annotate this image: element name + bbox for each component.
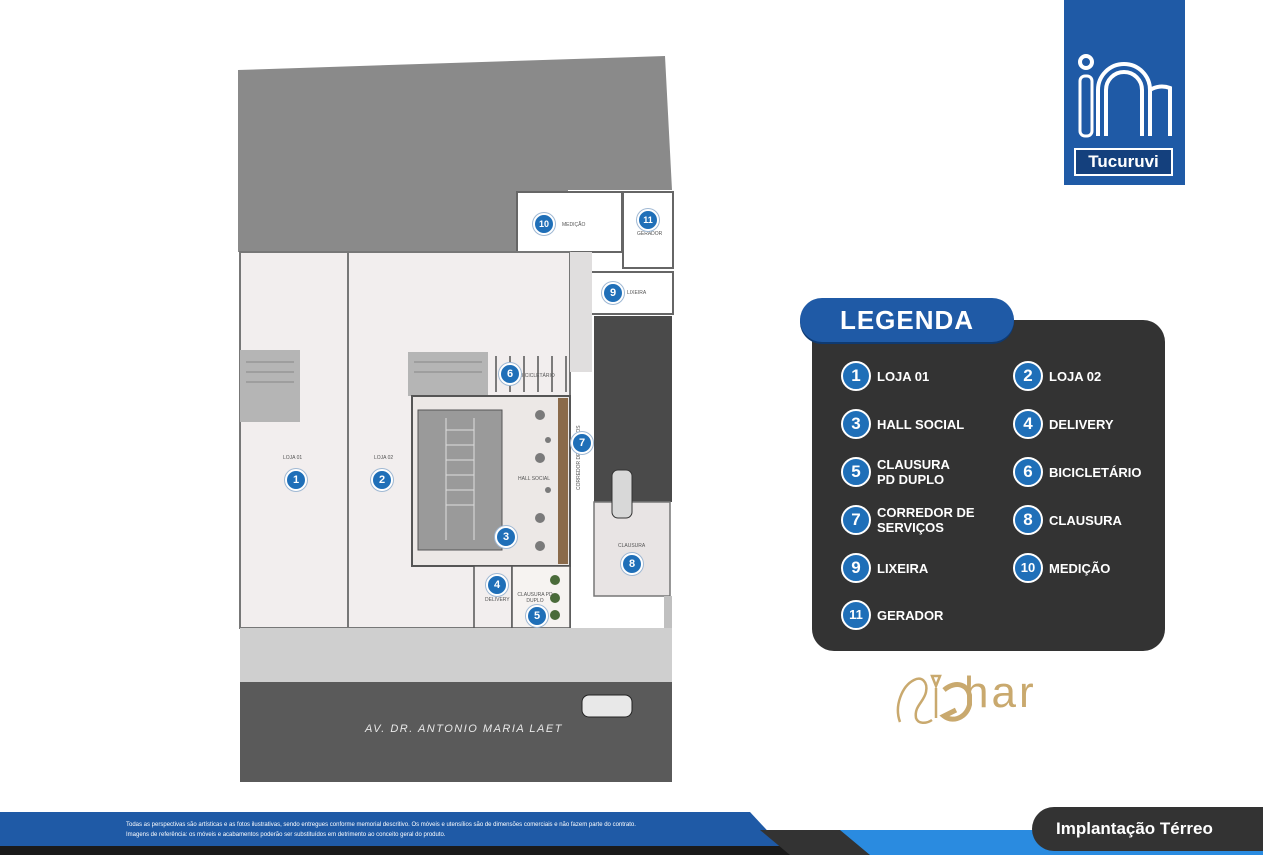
plan-pin-8: 8 xyxy=(621,553,643,575)
room-label-clausura: CLAUSURA xyxy=(618,543,646,549)
plan-pin-6: 6 xyxy=(499,363,521,385)
legend-label: LOJA 01 xyxy=(877,368,930,384)
room-label-lixeira: LIXEIRA xyxy=(627,290,647,296)
legend-number: 4 xyxy=(1013,409,1043,439)
legend-item-11: 11 GERADOR xyxy=(841,600,943,630)
in-logo-mark xyxy=(1078,54,1172,138)
plan-pin-3: 3 xyxy=(495,526,517,548)
plan-pin-2: 2 xyxy=(371,469,393,491)
legend-number: 7 xyxy=(841,505,871,535)
legend-label: LIXEIRA xyxy=(877,560,929,576)
floor-plan-drawing xyxy=(238,56,674,782)
disclaimer-line-1: Todas as perspectivas são artísticas e a… xyxy=(126,822,636,828)
plan-pin-10: 10 xyxy=(533,213,555,235)
brand-logo: Tucuruvi xyxy=(1064,0,1185,185)
legend-number: 2 xyxy=(1013,361,1043,391)
legend-item-4: 4 DELIVERY xyxy=(1013,409,1114,439)
room-label-delivery: DELIVERY xyxy=(485,597,510,603)
room-label-hall: HALL SOCIAL xyxy=(518,476,551,482)
room-label-loja02: LOJA 02 xyxy=(374,455,394,461)
plan-pin-9: 9 xyxy=(602,282,624,304)
street-name: AV. DR. ANTONIO MARIA LAET xyxy=(365,723,563,735)
legend-label: CLAUSURA PD DUPLO xyxy=(877,457,950,487)
disclaimer-line-2: Imagens de referência: os móveis e acaba… xyxy=(126,832,446,838)
ghar-logo: har xyxy=(892,666,1092,730)
plan-pin-7: 7 xyxy=(571,432,593,454)
legend-label: LOJA 02 xyxy=(1049,368,1102,384)
legend-item-9: 9 LIXEIRA xyxy=(841,553,928,583)
legend-number: 9 xyxy=(841,553,871,583)
room-label-medicao: MEDIÇÃO xyxy=(562,222,586,228)
room-label-clausura-pd: CLAUSURA PD DUPLO xyxy=(517,592,553,604)
legend-item-2: 2 LOJA 02 xyxy=(1013,361,1101,391)
legend-label: BICICLETÁRIO xyxy=(1049,464,1142,480)
room-label-bicicletario: BICICLETÁRIO xyxy=(520,373,555,379)
legend-number: 8 xyxy=(1013,505,1043,535)
lion-emblem-icon xyxy=(896,674,973,724)
page-title: Implantação Térreo xyxy=(1032,807,1263,851)
legend-item-3: 3 HALL SOCIAL xyxy=(841,409,964,439)
legend-item-8: 8 CLAUSURA xyxy=(1013,505,1122,535)
legend-number: 11 xyxy=(841,600,871,630)
legend-label: HALL SOCIAL xyxy=(877,416,965,432)
legend-label: DELIVERY xyxy=(1049,416,1114,432)
disclaimer: Todas as perspectivas são artísticas e a… xyxy=(126,820,746,840)
plan-pin-4: 4 xyxy=(486,574,508,596)
legend-label: GERADOR xyxy=(877,607,944,623)
legend-number: 6 xyxy=(1013,457,1043,487)
legend-item-5: 5 CLAUSURA PD DUPLO xyxy=(841,457,963,487)
plan-pin-5: 5 xyxy=(526,605,548,627)
plan-pin-1: 1 xyxy=(285,469,307,491)
legend-label: CORREDOR DE SERVIÇOS xyxy=(877,505,975,535)
room-label-gerador: GERADOR xyxy=(637,231,663,237)
legend-number: 5 xyxy=(841,457,871,487)
legend-item-1: 1 LOJA 01 xyxy=(841,361,929,391)
legend-item-10: 10 MEDIÇÃO xyxy=(1013,553,1110,583)
legend-label: CLAUSURA xyxy=(1049,512,1122,528)
legend-item-6: 6 BICICLETÁRIO xyxy=(1013,457,1141,487)
ghar-wordmark: har xyxy=(964,668,1037,717)
legend-number: 1 xyxy=(841,361,871,391)
room-label-loja01: LOJA 01 xyxy=(283,455,303,461)
legend-item-7: 7 CORREDOR DE SERVIÇOS xyxy=(841,505,987,535)
legend-label: MEDIÇÃO xyxy=(1049,560,1111,576)
plan-pin-11: 11 xyxy=(637,209,659,231)
footer: Todas as perspectivas são artísticas e a… xyxy=(0,807,1263,855)
floor-plan: LOJA 01 LOJA 02 HALL SOCIAL BICICLETÁRIO… xyxy=(238,56,674,782)
logo-subtitle: Tucuruvi xyxy=(1074,148,1173,176)
legend-title: LEGENDA xyxy=(800,298,1014,342)
legend-number: 10 xyxy=(1013,553,1043,583)
legend-number: 3 xyxy=(841,409,871,439)
